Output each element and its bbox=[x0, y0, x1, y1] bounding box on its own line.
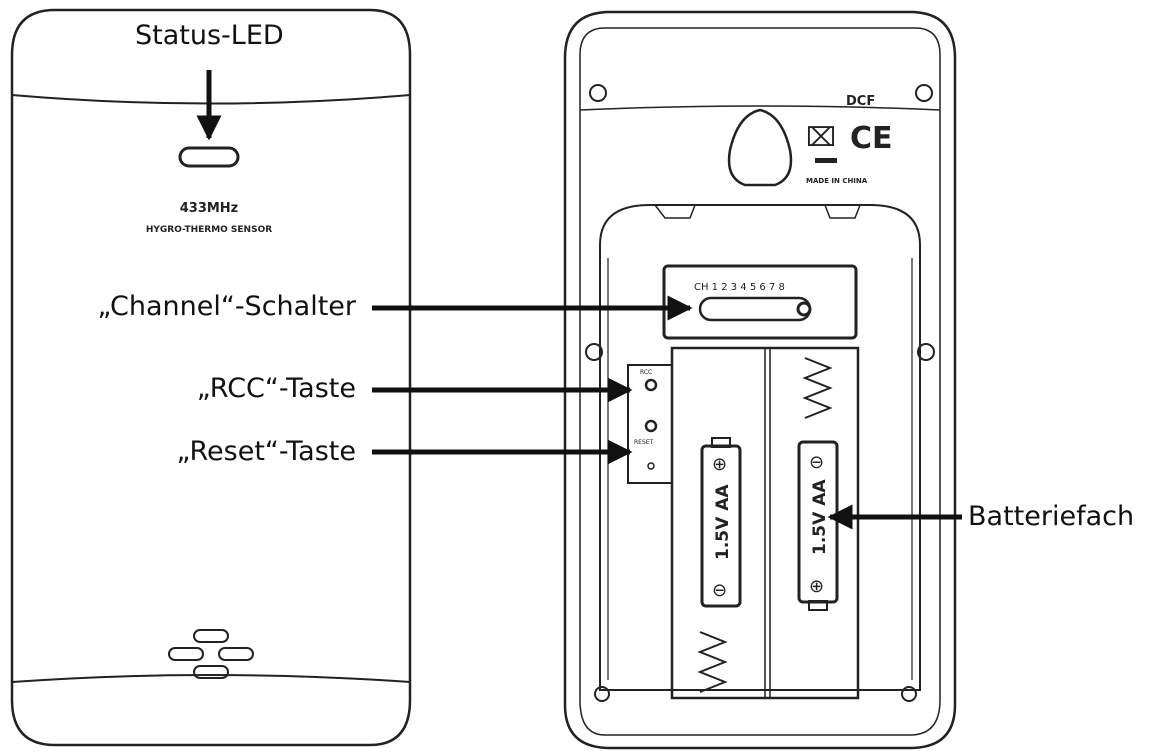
battery-right-label: 1.5V AA bbox=[810, 479, 830, 555]
plus-symbol-icon: ⊕ bbox=[712, 454, 727, 475]
back-device bbox=[563, 10, 957, 750]
reset-button-hole bbox=[644, 419, 658, 433]
plus-symbol-icon: ⊕ bbox=[809, 576, 824, 597]
rcc-button-label: „RCC“-Taste bbox=[196, 373, 356, 404]
front-sensor-text: HYGRO-THERMO SENSOR bbox=[146, 225, 272, 235]
battery-cover-outline bbox=[599, 204, 921, 691]
rcc-plate-label: RCC bbox=[640, 369, 652, 376]
status-led-indicator bbox=[178, 146, 240, 168]
callout-arrows bbox=[196, 70, 962, 530]
back-outline bbox=[563, 10, 957, 750]
battery-compartment-label: Batteriefach bbox=[968, 501, 1135, 532]
made-in-text: MADE IN CHINA bbox=[806, 177, 868, 185]
speaker-grille-icon bbox=[168, 629, 254, 679]
front-model-text: 433MHz bbox=[180, 201, 239, 216]
channel-switch-housing bbox=[662, 264, 858, 340]
reset-button-label: „Reset“-Taste bbox=[176, 436, 356, 467]
channel-switch-knob bbox=[796, 301, 812, 317]
rcc-reset-plate bbox=[627, 364, 673, 484]
front-bottom-band bbox=[11, 674, 411, 683]
weee-bin-icon: ⌧ bbox=[806, 123, 836, 153]
rcc-button-hole bbox=[644, 378, 658, 392]
channel-scale-text: CH 1 2 3 4 5 6 7 8 bbox=[694, 282, 785, 293]
minus-symbol-icon: ⊖ bbox=[809, 452, 824, 473]
battery-spring-right-top bbox=[802, 357, 833, 419]
ce-mark: CE bbox=[850, 121, 893, 156]
reset-plate-label: RESET bbox=[634, 439, 654, 446]
wall-mount-keyhole bbox=[727, 108, 793, 187]
channel-switch-slot bbox=[698, 296, 812, 322]
status-led-label: Status-LED bbox=[135, 20, 284, 51]
back-top-band bbox=[579, 105, 941, 111]
front-device bbox=[10, 8, 412, 747]
minus-symbol-icon: ⊖ bbox=[712, 580, 727, 601]
battery-left-label: 1.5V AA bbox=[713, 484, 733, 560]
front-outline bbox=[10, 8, 412, 747]
back-inner-outline bbox=[579, 27, 941, 736]
dcf-text: DCF bbox=[846, 94, 875, 109]
channel-switch-label: „Channel“-Schalter bbox=[97, 291, 356, 322]
battery-spring-left-bottom bbox=[697, 631, 728, 693]
